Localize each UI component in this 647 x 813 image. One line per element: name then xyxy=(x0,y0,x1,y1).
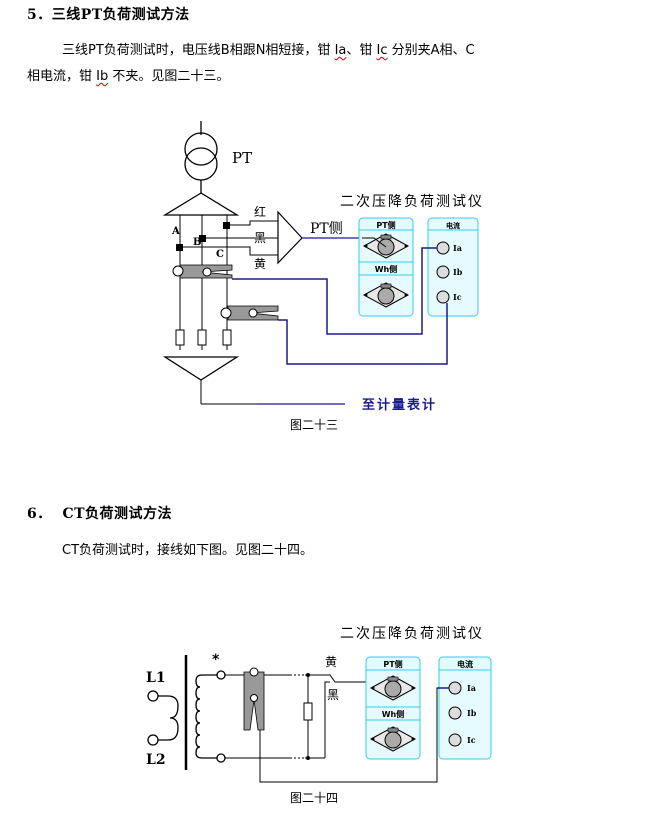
fuses xyxy=(175,329,232,346)
section-5-paragraph-line2: 相电流，钳 Ib 不夹。见图二十三。 xyxy=(27,64,229,90)
current-panel: 电流 Ia Ib Ic xyxy=(427,217,479,317)
burden-resistor xyxy=(303,702,313,721)
port-ib-icon xyxy=(436,265,450,279)
port-ic-label: Ic xyxy=(453,292,462,302)
text-run: 相电流，钳 xyxy=(27,69,97,84)
current-panel-title: 电流 xyxy=(446,221,460,230)
port-ic-icon xyxy=(448,733,462,747)
port-ia-label: Ia xyxy=(467,683,476,693)
upper-triangle xyxy=(162,192,240,216)
pt-socket-icon xyxy=(369,675,417,701)
wh-socket-icon xyxy=(369,726,417,752)
port-ia-label: Ia xyxy=(453,243,462,253)
pt-transformer-icon xyxy=(184,121,218,193)
wh-panel-title: Wh侧 xyxy=(382,709,405,719)
pt-wh-panel: PT侧 Wh侧 xyxy=(358,217,414,317)
wire-label-yellow: 黄 xyxy=(254,257,266,271)
wire-label-black: 黑 xyxy=(327,688,339,702)
current-clamp-icon xyxy=(243,667,265,731)
wire-label-red: 红 xyxy=(254,204,266,219)
clamp-ia-icon xyxy=(172,264,233,279)
terminal-label-l1: L1 xyxy=(146,670,166,686)
port-ib-label: Ib xyxy=(453,267,463,277)
terminal-label-l2: L2 xyxy=(146,752,166,768)
wh-panel-title: Wh侧 xyxy=(375,264,398,274)
section-6-paragraph: CT负荷测试时，接线如下图。见图二十四。 xyxy=(62,543,314,558)
pt-label: PT xyxy=(232,149,252,167)
text-run: 不夹。见图二十三。 xyxy=(108,69,230,84)
secondary-winding-icon xyxy=(195,670,226,763)
wire-label-yellow: 黄 xyxy=(325,655,337,669)
clamp-ic-icon xyxy=(220,305,279,321)
current-panel-title: 电流 xyxy=(457,659,473,669)
polarity-mark: * xyxy=(212,652,220,668)
figure-24-caption: 图二十四 xyxy=(290,791,339,805)
current-wires xyxy=(232,247,448,365)
figure-23-diagram: PT A B C 红 黑 黄 PT侧 二次压降负荷测试仪 xyxy=(162,121,484,413)
instrument-title: 二次压降负荷测试仪 xyxy=(340,626,484,642)
pt-wh-panel: PT侧 Wh侧 xyxy=(365,656,421,760)
pt-side-label: PT侧 xyxy=(310,221,343,237)
pt-panel-title: PT侧 xyxy=(383,659,402,669)
section-6-heading: 6． CT负荷测试方法 xyxy=(27,506,173,522)
term-ia: Ia xyxy=(334,43,347,58)
voltage-wires xyxy=(183,220,278,256)
phase-label-a: A xyxy=(171,226,180,237)
phase-label-c: C xyxy=(216,249,224,260)
section-5-heading: 5．三线PT负荷测试方法 xyxy=(27,7,190,23)
wh-socket-icon xyxy=(362,282,410,308)
wire-label-black: 黑 xyxy=(254,231,266,245)
port-ib-icon xyxy=(448,706,462,720)
port-ia-icon xyxy=(436,241,450,255)
term-ic: Ic xyxy=(376,43,388,58)
text-run: 、钳 xyxy=(346,43,377,58)
meter-label: 至计量表计 xyxy=(362,397,437,413)
pt-panel-title: PT侧 xyxy=(376,220,395,230)
port-ib-label: Ib xyxy=(467,708,477,718)
plug-connector xyxy=(277,210,303,265)
port-ic-icon xyxy=(436,290,450,304)
current-panel: 电流 Ia Ib Ic xyxy=(438,656,492,760)
term-ib: Ib xyxy=(96,69,109,84)
port-ic-label: Ic xyxy=(467,735,476,745)
figure-24-diagram: 二次压降负荷测试仪 L1 L2 * 黄 黑 xyxy=(146,626,492,783)
phase-label-b: B xyxy=(193,237,201,248)
junction-dots xyxy=(176,222,230,251)
text-run: 三线PT负荷测试时，电压线B相跟N相短接，钳 xyxy=(62,43,335,58)
lower-triangle xyxy=(162,356,240,381)
instrument-title: 二次压降负荷测试仪 xyxy=(340,194,484,210)
primary-winding-icon xyxy=(147,690,179,746)
port-ia-icon xyxy=(448,681,462,695)
figure-23-caption: 图二十三 xyxy=(290,418,339,432)
section-5-paragraph-line1: 三线PT负荷测试时，电压线B相跟N相短接，钳 Ia、钳 Ic 分别夹A相、C xyxy=(62,38,475,64)
text-run: 分别夹A相、C xyxy=(387,43,475,58)
